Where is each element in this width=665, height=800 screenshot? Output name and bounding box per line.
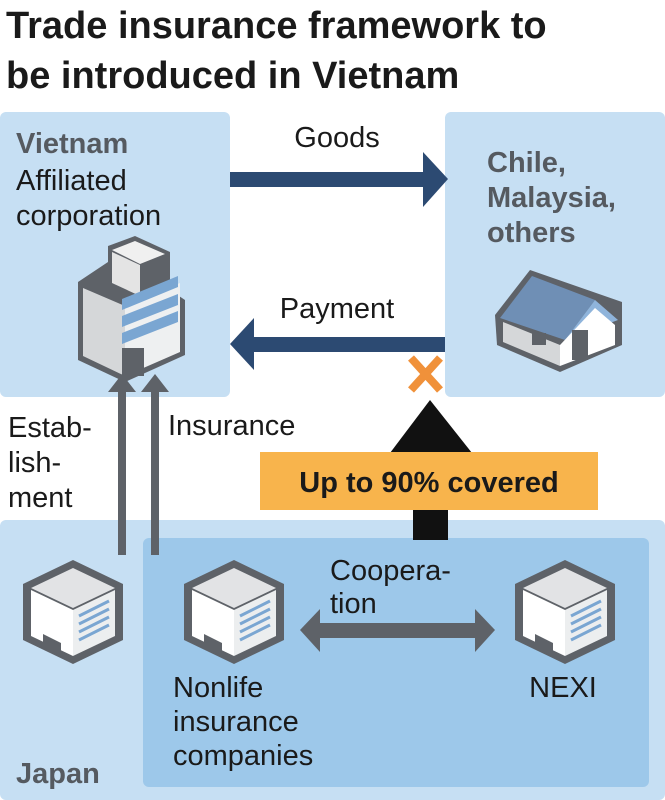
affiliated-label: Affiliated	[16, 165, 127, 197]
chile-label: Chile,	[487, 147, 566, 179]
cooperation-arrow	[300, 609, 495, 652]
establishment-arrow	[108, 374, 136, 555]
nonlife-label-3: companies	[173, 740, 313, 772]
corporation-label: corporation	[16, 200, 161, 232]
blocked-x-icon	[408, 355, 443, 393]
title-line-2: be introduced in Vietnam	[6, 55, 459, 97]
establishment-label-1: Estab-	[8, 412, 92, 444]
house-icon	[495, 270, 622, 372]
insurance-arrow	[141, 374, 169, 555]
goods-label: Goods	[294, 122, 379, 154]
others-label: others	[487, 217, 576, 249]
vietnam-label: Vietnam	[16, 128, 128, 160]
establishment-label-2: lish-	[8, 447, 61, 479]
coverage-label: Up to 90% covered	[299, 467, 558, 499]
corporation-building-icon	[78, 236, 185, 382]
malaysia-label: Malaysia,	[487, 182, 616, 214]
payment-arrow	[230, 318, 445, 370]
nonlife-label-1: Nonlife	[173, 672, 263, 704]
cooperation-label-2: tion	[330, 588, 377, 620]
insurance-label: Insurance	[168, 410, 295, 442]
japan-label: Japan	[16, 758, 100, 790]
nexi-label: NEXI	[529, 672, 597, 704]
coverage-badge	[260, 452, 598, 510]
cooperation-label-1: Coopera-	[330, 555, 451, 587]
payment-label: Payment	[280, 293, 394, 325]
nonlife-label-2: insurance	[173, 706, 299, 738]
title-line-1: Trade insurance framework to	[6, 5, 547, 47]
goods-arrow	[230, 152, 448, 207]
establishment-label-3: ment	[8, 482, 72, 514]
